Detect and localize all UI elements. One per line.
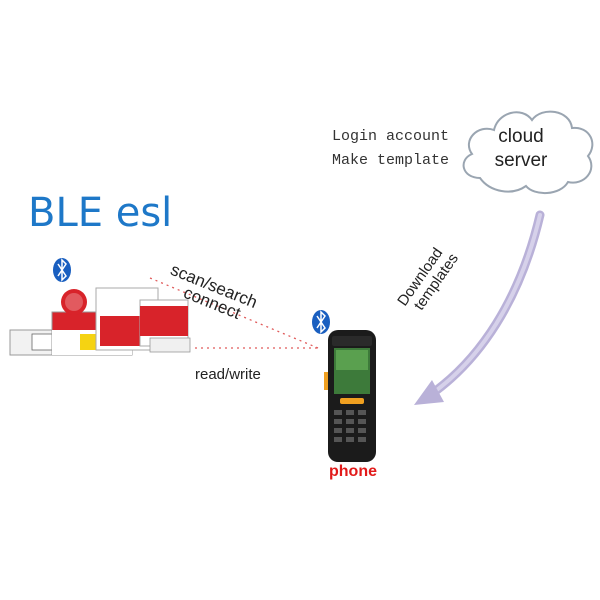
bluetooth-icon	[312, 310, 330, 334]
cloud-label-line1: cloud	[498, 126, 544, 147]
page-title: BLE esl	[28, 190, 173, 236]
esl-tags-image	[9, 287, 191, 356]
read-write-label: read/write	[195, 366, 261, 383]
phone-device-image	[324, 330, 376, 462]
make-template-label: Make template	[332, 152, 450, 169]
download-arrow	[414, 210, 545, 405]
phone-label: phone	[329, 463, 377, 480]
login-account-label: Login account	[332, 128, 450, 145]
bluetooth-icon	[53, 258, 71, 282]
cloud-shape	[462, 110, 594, 194]
connection-lines	[149, 277, 319, 349]
cloud-label-line2: server	[494, 150, 548, 171]
